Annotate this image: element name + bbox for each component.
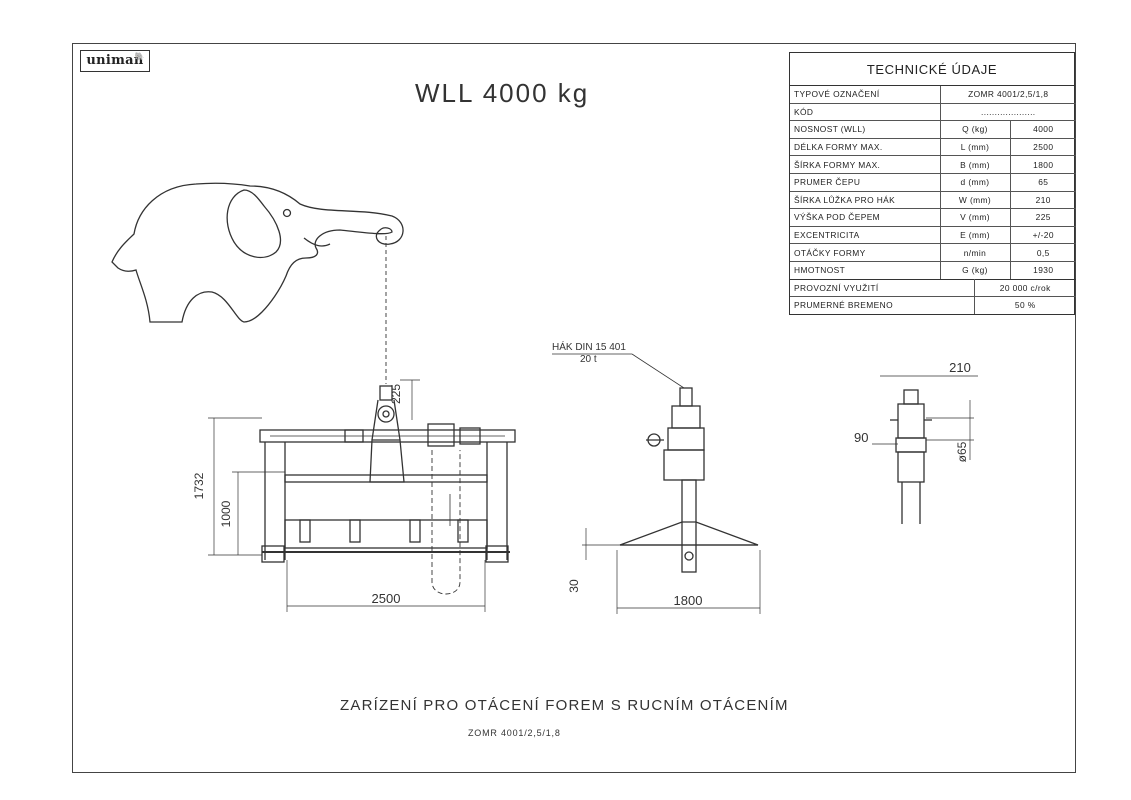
dim-2500: 2500 [372, 591, 401, 606]
dim-30: 30 [567, 579, 581, 593]
elephant-eye [282, 208, 292, 218]
operation-rows: PROVOZNÍ VYUŽITÍ 20 000 c/rok PRUMERNÉ B… [790, 278, 1076, 314]
table-row: OTÁČKY FORMY n/min 0,5 [790, 243, 1077, 262]
table-row: DÉLKA FORMY MAX. L (mm) 2500 [790, 137, 1077, 157]
row-value: 1930 [1009, 260, 1077, 279]
front-view [208, 379, 516, 612]
elephant-ear [226, 189, 281, 259]
wll-heading: WLL 4000 kg [415, 78, 590, 108]
elephant-outline [111, 182, 404, 323]
dim-1000: 1000 [219, 500, 233, 527]
logo-text: uniman [86, 53, 144, 68]
side-view [552, 353, 761, 614]
dim-1800: 1800 [674, 593, 703, 608]
technical-rows: TYPOVÉ OZNAČENÍ ZOMR 4001/2,5/1,8 KÓD ..… [790, 86, 1077, 279]
technical-data-title: TECHNICKÉ ÚDAJE [790, 53, 1074, 86]
elephant-logo-icon: 🐘 [134, 51, 145, 61]
technical-data-table: TECHNICKÉ ÚDAJE TYPOVÉ OZNAČENÍ ZOMR 400… [789, 52, 1077, 315]
table-row: HMOTNOST G (kg) 1930 [790, 260, 1077, 279]
uniman-logo: 🐘 uniman [80, 50, 150, 72]
table-row: TYPOVÉ OZNAČENÍ ZOMR 4001/2,5/1,8 [790, 86, 1077, 104]
row-unit: ZOMR 4001/2,5/1,8 [939, 86, 1077, 104]
table-row: PRUMERNÉ BREMENO 50 % [790, 296, 1076, 314]
elephant-tusk [303, 237, 331, 247]
dim-225: 225 [389, 384, 403, 404]
drawing-frame [72, 43, 1076, 773]
hook-label: HÁK DIN 15 401 [552, 340, 626, 353]
drawing-title: ZARÍZENÍ PRO OTÁCENÍ FOREM S RUCNÍM OTÁC… [340, 697, 789, 714]
table-row: EXCENTRICITA E (mm) +/-20 [790, 225, 1077, 245]
hook-load-label: 20 t [580, 354, 597, 365]
dim-65: ø65 [955, 441, 969, 462]
detail-view [872, 375, 978, 524]
table-row: VÝŠKA POD ČEPEM V (mm) 225 [790, 208, 1077, 227]
dim-210: 210 [949, 360, 971, 375]
dim-1732: 1732 [192, 472, 206, 499]
drawing-code: ZOMR 4001/2,5/1,8 [468, 728, 561, 738]
row-value: 50 % [973, 296, 1076, 314]
table-row: ŠÍRKA LŮŽKA PRO HÁK W (mm) 210 [790, 190, 1077, 210]
dim-90: 90 [854, 430, 868, 445]
